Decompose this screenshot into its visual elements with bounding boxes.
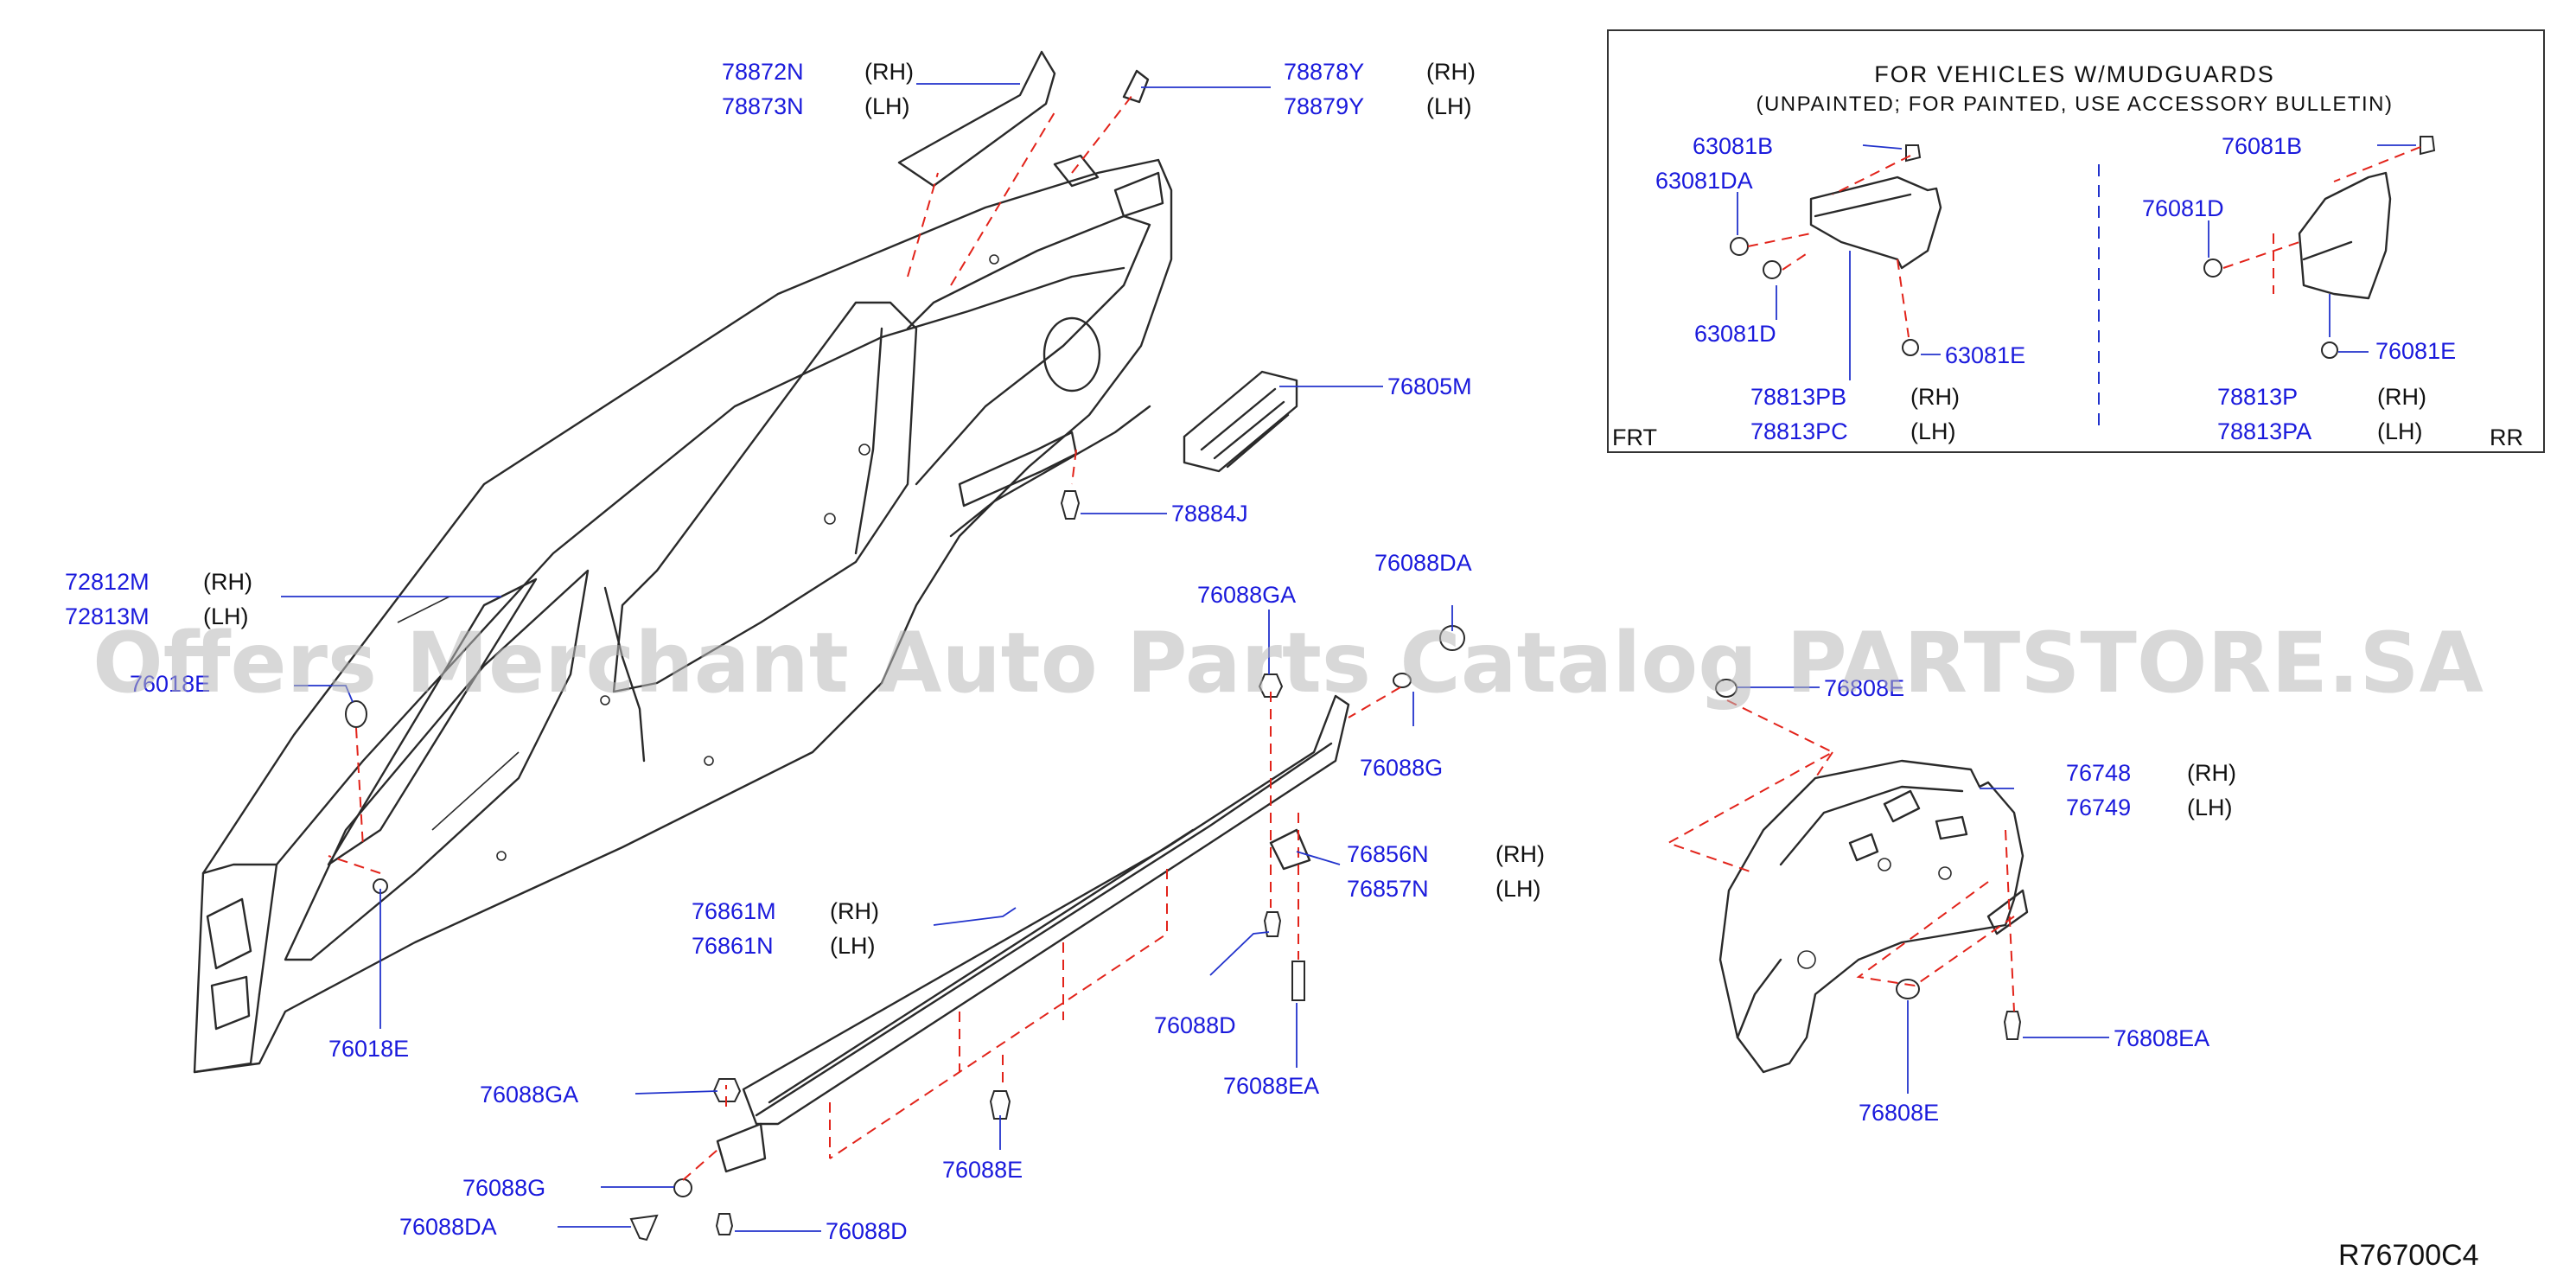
label-76861n: 76861N	[692, 933, 774, 959]
label-78813pa: 78813PA	[2217, 418, 2311, 444]
label-78872n-side: (RH)	[864, 59, 914, 85]
label-78872n: 78872N	[722, 59, 804, 85]
inset-labels: FOR VEHICLES W/MUDGUARDS (UNPAINTED; FOR…	[1612, 61, 2523, 450]
label-63081b: 63081B	[1693, 133, 1773, 159]
label-78873n-side: (LH)	[864, 93, 910, 119]
label-78873n: 78873N	[722, 93, 804, 119]
leader-lines	[281, 83, 2109, 1232]
fasteners-body	[345, 490, 1081, 894]
label-78884j: 78884J	[1171, 501, 1248, 527]
side-bracket-76805m	[1183, 370, 1298, 473]
inset-rr: RR	[2490, 424, 2523, 450]
label-72813m: 72813M	[65, 603, 150, 629]
assembly-lines	[328, 94, 2015, 1181]
inset-title: FOR VEHICLES W/MUDGUARDS	[1874, 61, 2275, 87]
label-76088ga-top: 76088GA	[1197, 582, 1296, 608]
label-76805m: 76805M	[1387, 373, 1472, 399]
label-76018e-top: 76018E	[130, 671, 210, 697]
label-78813p: 78813P	[2217, 384, 2298, 410]
inset-frt: FRT	[1612, 424, 1657, 450]
label-76861m-side: (RH)	[830, 898, 879, 924]
label-72812m-side: (RH)	[203, 569, 252, 595]
label-76861m: 76861M	[692, 898, 776, 924]
label-76088e: 76088E	[942, 1157, 1023, 1183]
label-76088ea: 76088EA	[1223, 1073, 1319, 1099]
label-76808e-top: 76808E	[1824, 675, 1904, 701]
roof-clip	[1122, 69, 1150, 104]
label-76749-side: (LH)	[2187, 795, 2233, 820]
part-labels: 78872N (RH) 78873N (LH) 78878Y (RH) 7887…	[65, 59, 2236, 1244]
watermark: Offers Merchant Auto Parts Catalog PARTS…	[92, 615, 2484, 712]
body-side-outer-panel	[193, 154, 1173, 1074]
label-76808ea: 76808EA	[2114, 1025, 2209, 1051]
label-78813p-side: (RH)	[2377, 384, 2426, 410]
label-63081d: 63081D	[1694, 321, 1776, 347]
label-78813pb-side: (RH)	[1910, 384, 1960, 410]
label-76081e: 76081E	[2375, 338, 2456, 364]
label-76857n-side: (LH)	[1495, 876, 1541, 902]
label-76857n: 76857N	[1347, 876, 1429, 902]
label-76748: 76748	[2066, 760, 2131, 786]
label-76018e: 76018E	[328, 1036, 409, 1062]
label-78879y: 78879Y	[1284, 93, 1364, 119]
label-78813pc-side: (LH)	[1910, 418, 1956, 444]
label-76088da-bot: 76088DA	[399, 1214, 497, 1240]
label-76088g-bot: 76088G	[462, 1175, 545, 1201]
label-76081b: 76081B	[2222, 133, 2302, 159]
label-76088d-mid: 76088D	[1154, 1012, 1236, 1038]
roof-rail-trim	[897, 50, 1056, 188]
label-76749: 76749	[2066, 795, 2131, 820]
label-78878y-side: (RH)	[1426, 59, 1476, 85]
label-78813pb: 78813PB	[1750, 384, 1846, 410]
fender-protector	[1718, 759, 2029, 1074]
label-76081d: 76081D	[2142, 195, 2224, 221]
label-76856n-side: (RH)	[1495, 841, 1545, 867]
label-76861n-side: (LH)	[830, 933, 876, 959]
label-72812m: 72812M	[65, 569, 150, 595]
label-76856n: 76856N	[1347, 841, 1429, 867]
label-78813pa-side: (LH)	[2377, 418, 2423, 444]
inset-subtitle: (UNPAINTED; FOR PAINTED, USE ACCESSORY B…	[1756, 93, 2393, 116]
mudguard-inset	[1607, 29, 2545, 453]
diagram-code: R76700C4	[2338, 1239, 2479, 1272]
label-78879y-side: (LH)	[1426, 93, 1472, 119]
label-76808e-bot: 76808E	[1859, 1100, 1939, 1126]
fasteners-fender	[1715, 679, 2022, 1040]
label-78878y: 78878Y	[1284, 59, 1364, 85]
label-76088ga-bot: 76088GA	[480, 1082, 578, 1107]
label-63081da: 63081DA	[1655, 168, 1753, 194]
label-63081e: 63081E	[1945, 342, 2025, 368]
label-76088d-bot: 76088D	[826, 1218, 908, 1244]
label-72813m-side: (LH)	[203, 603, 249, 629]
label-76088g-top: 76088G	[1360, 755, 1443, 781]
label-76748-side: (RH)	[2187, 760, 2236, 786]
sill-garnish	[716, 694, 1350, 1173]
label-78813pc: 78813PC	[1750, 418, 1848, 444]
label-76088da-top: 76088DA	[1374, 550, 1472, 576]
